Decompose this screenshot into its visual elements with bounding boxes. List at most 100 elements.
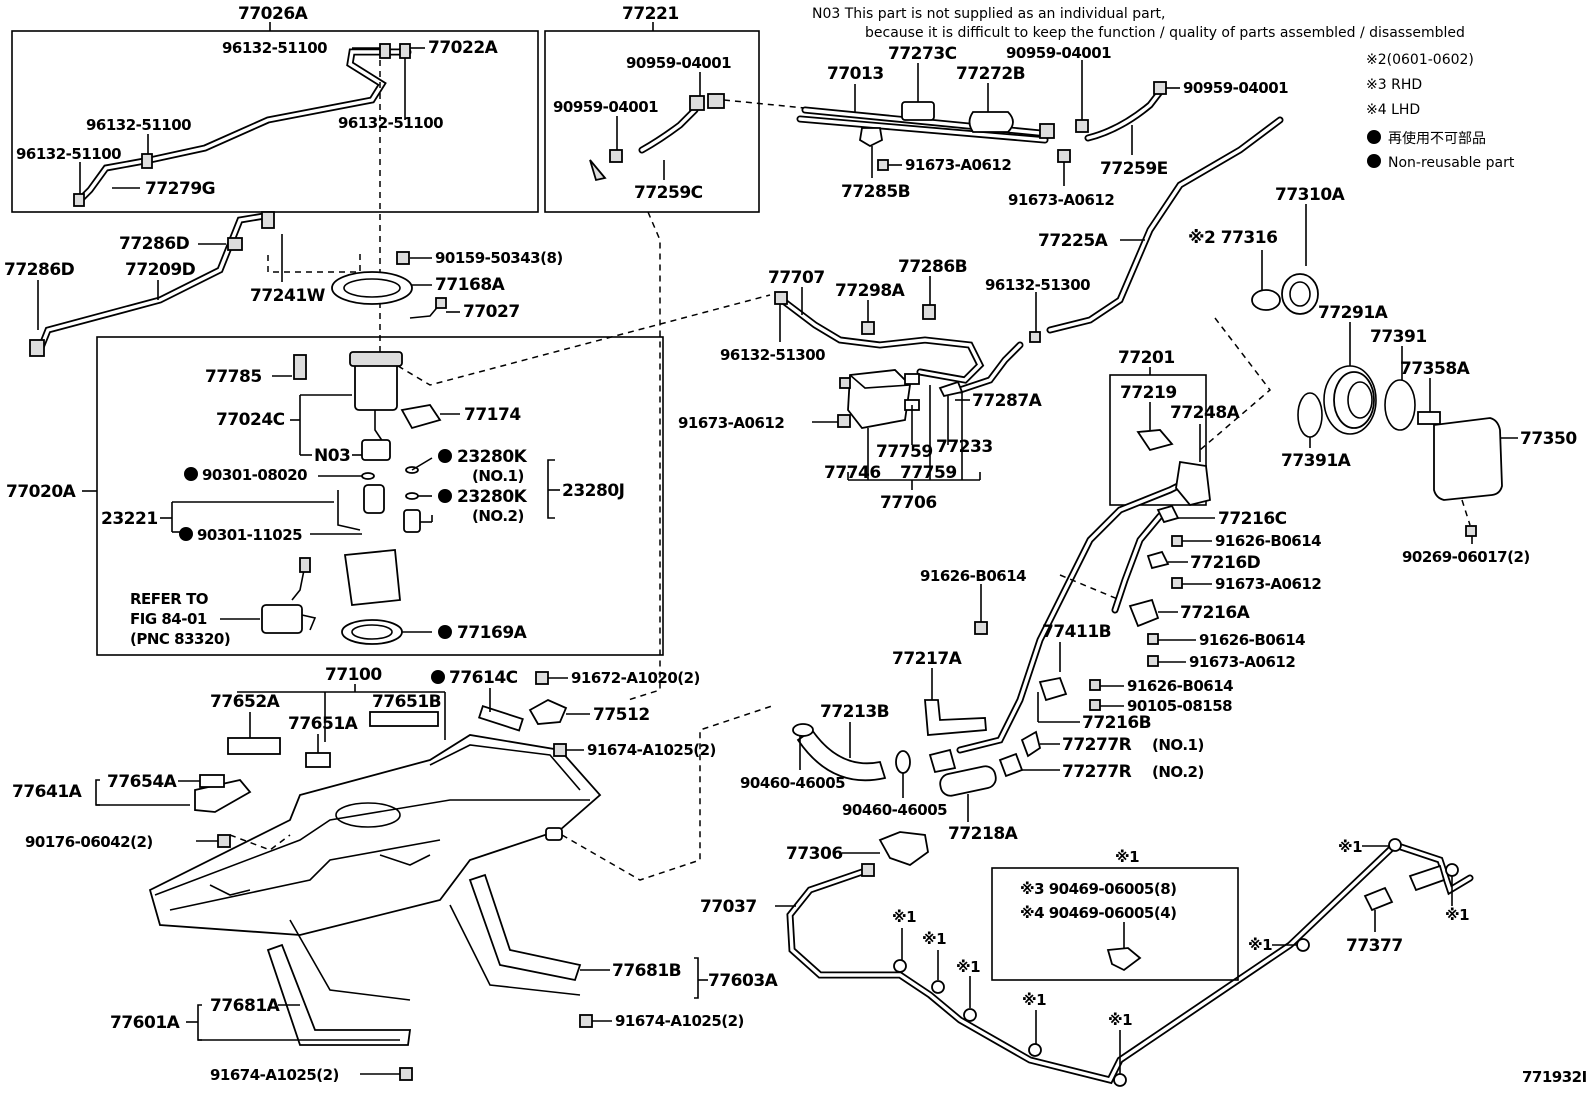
label-77759-b: 77759 — [900, 463, 957, 483]
box-77201 — [1109, 374, 1207, 506]
label-90959-04001-b: 90959-04001 — [553, 98, 658, 116]
label-77512: 77512 — [593, 705, 650, 725]
part-77512 — [528, 698, 568, 725]
label-77651b: 77651B — [372, 692, 441, 712]
part-77654a — [199, 774, 225, 788]
part-77168a — [331, 271, 413, 305]
label-77746: 77746 — [824, 463, 881, 483]
label-77785: 77785 — [205, 367, 262, 387]
label-77706: 77706 — [880, 493, 937, 513]
part-77291a — [1333, 371, 1375, 429]
label-77707: 77707 — [768, 268, 825, 288]
label-77259e: 77259E — [1100, 159, 1168, 179]
legend-dot-en — [1367, 154, 1381, 168]
part-77285b — [859, 127, 883, 148]
mark-x1-b: ※1 — [922, 930, 946, 948]
part-77306 — [878, 831, 929, 867]
part-77651a — [305, 752, 331, 768]
label-77100: 77100 — [325, 665, 382, 685]
figure-id: 771932I — [1522, 1068, 1587, 1086]
label-77248a: 77248A — [1170, 403, 1241, 423]
part-77614c — [477, 704, 524, 732]
label-77233: 77233 — [936, 437, 993, 457]
part-77350-lid — [1433, 417, 1503, 501]
label-77391: 77391 — [1370, 327, 1427, 347]
part-77310a-cap — [1281, 273, 1319, 315]
mark-x1-a: ※1 — [892, 908, 916, 926]
label-77652a: 77652A — [210, 692, 281, 712]
label-77681a: 77681A — [210, 996, 281, 1016]
part-77652a — [227, 737, 281, 755]
legend-nonreusable-jp: 再使用不可部品 — [1388, 130, 1486, 147]
label-91674-a1025-a: 91674-A1025(2) — [587, 741, 716, 759]
part-77358a — [1417, 411, 1441, 425]
label-90301-08020: 90301-08020 — [202, 466, 307, 484]
label-90176-06042: 90176-06042(2) — [25, 833, 153, 851]
label-n03: N03 — [314, 446, 350, 466]
label-77641a: 77641A — [12, 782, 83, 802]
label-91673-a0612-d: 91673-A0612 — [1215, 575, 1321, 593]
label-77020a: 77020A — [6, 482, 77, 502]
label-77217a: 77217A — [892, 649, 963, 669]
label-77285b: 77285B — [841, 182, 910, 202]
label-77273c: 77273C — [888, 44, 957, 64]
label-77037: 77037 — [700, 897, 757, 917]
label-77298a: 77298A — [835, 281, 906, 301]
part-23221 — [363, 484, 385, 514]
mark-x1-c: ※1 — [956, 958, 980, 976]
part-77219 — [1136, 429, 1174, 452]
part-77201-neck — [1175, 460, 1211, 507]
part-90469-06005 — [1106, 947, 1142, 972]
mark-x1-f: ※1 — [1248, 936, 1272, 954]
part-77272b — [968, 111, 1014, 133]
box-77221 — [544, 30, 760, 213]
label-77310a: 77310A — [1275, 185, 1346, 205]
part-77681a-strap — [266, 943, 412, 1046]
label-96132-51100-c: 96132-51100 — [86, 116, 191, 134]
label-77286b: 77286B — [898, 257, 967, 277]
label-77603a: 77603A — [708, 971, 779, 991]
label-91626-b0614-c: 91626-B0614 — [1199, 631, 1305, 649]
label-77681b: 77681B — [612, 961, 681, 981]
label-23280k-no1: 23280K — [457, 447, 528, 467]
label-77286d-b: 77286D — [119, 234, 190, 254]
inset-line2: ※4 90469-06005(4) — [1020, 904, 1177, 922]
label-90959-04001-c: 90959-04001 — [1006, 44, 1111, 62]
part-77174 — [400, 404, 442, 430]
label-77201: 77201 — [1118, 348, 1175, 368]
mark-x1-e: ※1 — [1108, 1011, 1132, 1029]
label-77287a: 77287A — [972, 391, 1043, 411]
label-77216b: 77216B — [1082, 713, 1151, 733]
legend-dot-jp — [1367, 130, 1381, 144]
refer-line3: (PNC 83320) — [130, 630, 230, 648]
label-23280j: 23280J — [562, 481, 624, 501]
label-77259c: 77259C — [634, 183, 703, 203]
label-77168a: 77168A — [435, 275, 506, 295]
label-91673-a0612-c: 91673-A0612 — [678, 414, 784, 432]
box-77020a — [96, 336, 664, 656]
label-77174: 77174 — [464, 405, 521, 425]
label-77241w: 77241W — [250, 286, 326, 306]
part-77377 — [1363, 886, 1394, 912]
legend-3: ※3 RHD — [1366, 77, 1422, 93]
refer-line2: FIG 84-01 — [130, 610, 207, 628]
label-90105-08158: 90105-08158 — [1127, 697, 1232, 715]
part-77411b — [1038, 676, 1068, 702]
label-77219: 77219 — [1120, 383, 1177, 403]
label-77279g: 77279G — [145, 179, 215, 199]
label-77411b: 77411B — [1042, 622, 1111, 642]
label-77614c: 77614C — [449, 668, 518, 688]
inset-mark: ※1 — [1115, 848, 1139, 866]
label-90269-06017: 90269-06017(2) — [1402, 548, 1530, 566]
inset-box — [991, 867, 1239, 981]
label-77026a: 77026A — [238, 4, 309, 24]
label-77216a: 77216A — [1180, 603, 1251, 623]
label-96132-51100-d: 96132-51100 — [16, 145, 121, 163]
label-77654a: 77654A — [107, 772, 178, 792]
label-77316: ※2 77316 — [1188, 228, 1277, 248]
label-77022a: 77022A — [428, 38, 499, 58]
label-77272b: 77272B — [956, 64, 1025, 84]
label-77027: 77027 — [463, 302, 520, 322]
label-90301-11025: 90301-11025 — [197, 526, 302, 544]
